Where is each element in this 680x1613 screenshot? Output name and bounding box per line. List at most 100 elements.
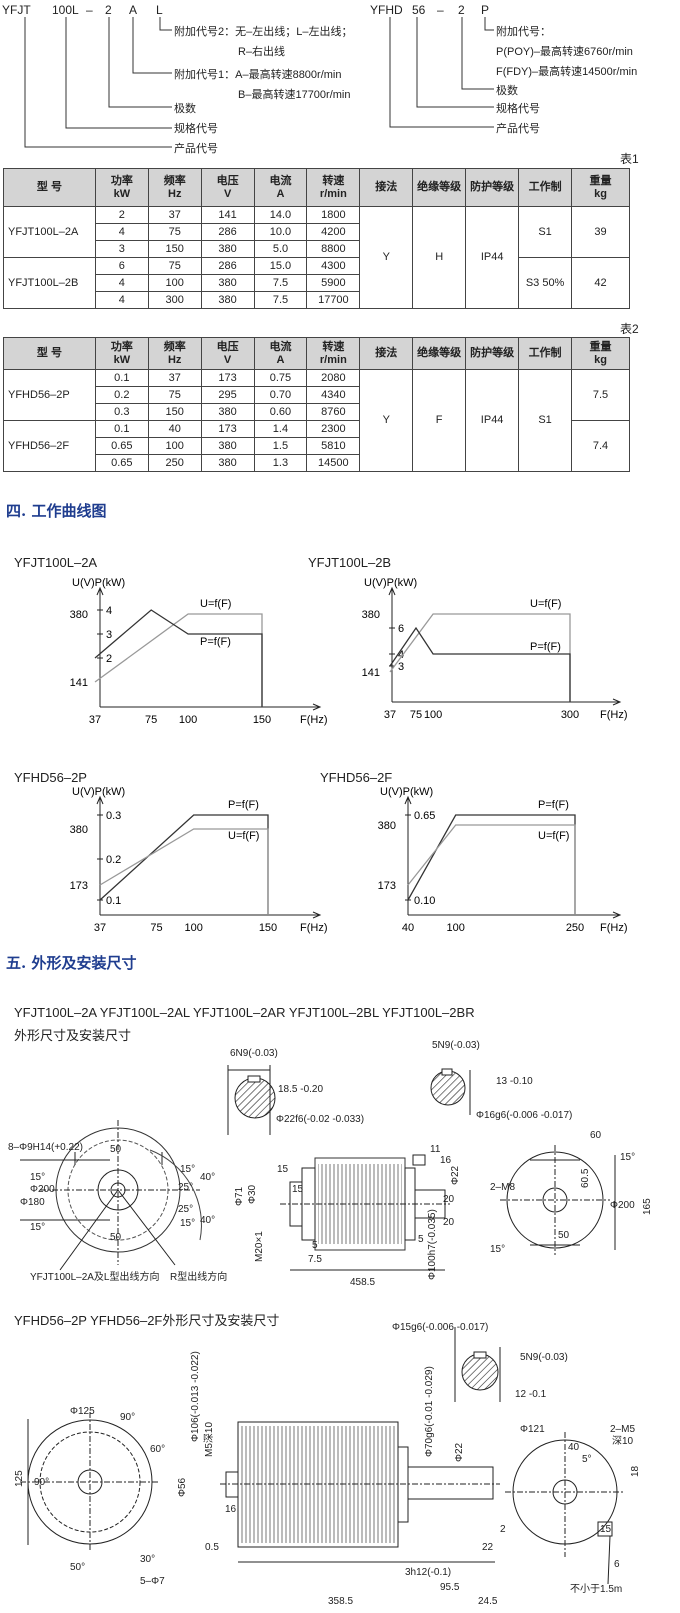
- x-tick-label: 300: [561, 709, 579, 721]
- dims1-models: YFJT100L–2A YFJT100L–2AL YFJT100L–2AR YF…: [14, 1005, 475, 1020]
- code-note: B–最高转速17700r/min: [238, 89, 351, 101]
- series-line-u: [99, 828, 269, 915]
- shaft-section: [461, 1353, 499, 1391]
- svg-text:15°: 15°: [620, 1152, 635, 1163]
- svg-text:Φ121: Φ121: [520, 1424, 545, 1435]
- col-model: 型 号: [3, 168, 96, 207]
- svg-text:16: 16: [225, 1504, 237, 1515]
- svg-text:Φ22f6(-0.02 -0.033): Φ22f6(-0.02 -0.033): [276, 1114, 364, 1125]
- p-tick-label: 4: [398, 649, 404, 661]
- svg-text:458.5: 458.5: [350, 1277, 375, 1288]
- y-axis-label: U(V)P(kW): [72, 786, 125, 798]
- code-part-dash: –: [437, 3, 444, 17]
- svg-text:15°: 15°: [490, 1244, 505, 1255]
- x-tick-label: 150: [253, 714, 271, 726]
- svg-text:40: 40: [568, 1442, 580, 1453]
- x-axis-label: F(Hz): [600, 922, 628, 934]
- svg-text:5N9(-0.03): 5N9(-0.03): [520, 1352, 568, 1363]
- svg-text:7.5: 7.5: [308, 1254, 322, 1265]
- series-label: U=f(F): [228, 830, 259, 842]
- col-duty: 工作制: [518, 168, 573, 207]
- code-note: 规格代号: [496, 103, 540, 115]
- svg-text:8–Φ9H14(+0.22): 8–Φ9H14(+0.22): [8, 1142, 83, 1153]
- col-insulation: 绝缘等级: [412, 168, 467, 207]
- p-tick-label: 0.3: [106, 810, 121, 822]
- table2-caption: 表2: [620, 322, 639, 336]
- p-tick-label: 3: [106, 629, 112, 641]
- svg-text:15: 15: [277, 1164, 289, 1175]
- svg-text:M5深10: M5深10: [203, 1422, 215, 1457]
- svg-text:2: 2: [500, 1524, 506, 1535]
- x-tick-label: 40: [402, 922, 414, 934]
- svg-text:165: 165: [642, 1198, 653, 1215]
- x-axis-label: F(Hz): [300, 714, 328, 726]
- svg-text:25°: 25°: [178, 1204, 193, 1215]
- x-tick-label: 75: [145, 714, 157, 726]
- svg-text:20: 20: [443, 1217, 455, 1228]
- x-axis-arrow: [312, 703, 322, 711]
- svg-text:2–M5: 2–M5: [610, 1424, 635, 1435]
- svg-text:15°: 15°: [180, 1218, 195, 1229]
- svg-text:30°: 30°: [140, 1554, 155, 1565]
- svg-text:R型出线方向: R型出线方向: [170, 1270, 227, 1283]
- svg-text:Φ100h7(-0.035): Φ100h7(-0.035): [427, 1209, 438, 1280]
- x-tick-label: 75: [150, 922, 162, 934]
- series-label: P=f(F): [530, 641, 561, 653]
- p-tick-label: 3: [398, 661, 404, 673]
- svg-text:40°: 40°: [200, 1172, 215, 1183]
- svg-text:95.5: 95.5: [440, 1582, 460, 1593]
- svg-text:60.5: 60.5: [580, 1168, 591, 1188]
- svg-text:深10: 深10: [612, 1435, 634, 1447]
- svg-text:18: 18: [630, 1465, 641, 1477]
- dims1-title: 外形尺寸及安装尺寸: [14, 1028, 132, 1043]
- series-label: P=f(F): [200, 636, 231, 648]
- svg-text:5–Φ7: 5–Φ7: [140, 1576, 165, 1587]
- svg-text:40°: 40°: [200, 1215, 215, 1226]
- x-axis-arrow: [612, 911, 622, 919]
- chart-title: YFJT100L–2B: [308, 555, 392, 570]
- p-tick-label: 0.10: [414, 895, 435, 907]
- code-note: 极数: [496, 85, 518, 97]
- svg-text:11: 11: [430, 1144, 441, 1155]
- code-part-spec: 56: [412, 3, 426, 17]
- chart-title: YFJT100L–2A: [14, 555, 98, 570]
- series-label: U=f(F): [200, 598, 231, 610]
- x-tick-label: 37: [94, 922, 106, 934]
- svg-text:Φ30: Φ30: [247, 1184, 258, 1204]
- svg-text:16: 16: [440, 1155, 452, 1166]
- u-tick-label: 173: [378, 880, 396, 892]
- code-part-extra: P: [481, 3, 490, 17]
- table1-caption: 表1: [620, 152, 639, 166]
- series-line-u: [389, 613, 571, 702]
- svg-text:不小于1.5m: 不小于1.5m: [570, 1583, 622, 1595]
- col-insulation: 绝缘等级: [412, 337, 467, 370]
- x-tick-label: 100: [179, 714, 197, 726]
- code-part-product: YFJT: [2, 3, 31, 17]
- code-note: 规格代号: [174, 123, 218, 135]
- y-axis-arrow: [388, 586, 396, 596]
- svg-text:Φ56: Φ56: [177, 1477, 188, 1497]
- svg-text:5: 5: [418, 1234, 424, 1245]
- x-tick-label: 100: [424, 709, 442, 721]
- svg-text:Φ22: Φ22: [454, 1442, 465, 1462]
- u-tick-label: 141: [70, 677, 88, 689]
- svg-text:20: 20: [443, 1194, 455, 1205]
- x-axis-label: F(Hz): [600, 709, 628, 721]
